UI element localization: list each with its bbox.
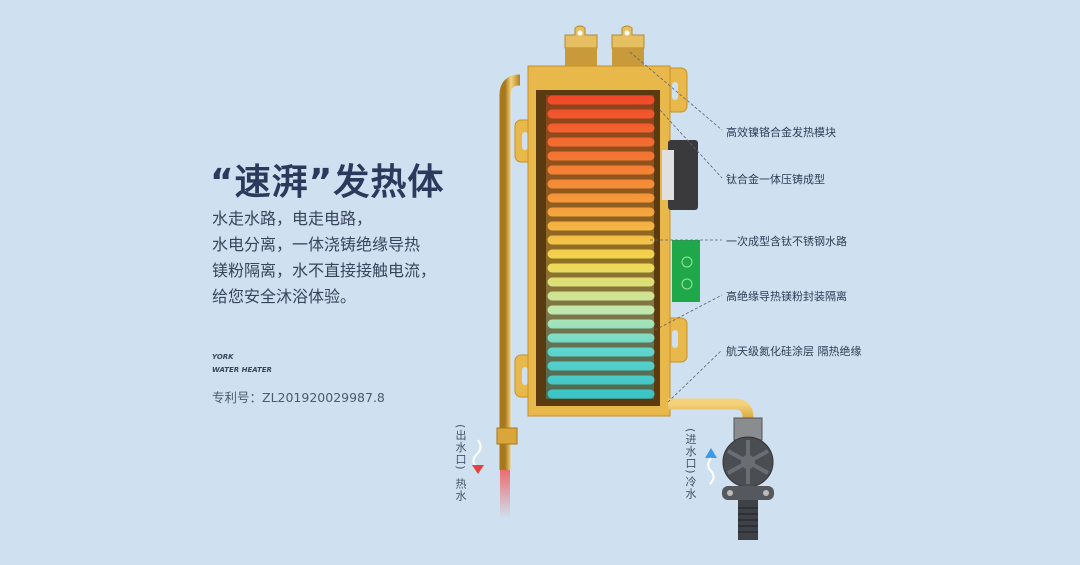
terminal-left xyxy=(564,25,598,66)
description-line: 水电分离，一体浇铸绝缘导热 xyxy=(212,235,421,254)
inlet-valve xyxy=(722,417,774,540)
pcb-board xyxy=(672,240,700,302)
description-line: 镁粉隔离，水不直接接触电流， xyxy=(212,261,437,280)
connector-block xyxy=(668,140,698,210)
outlet-sub-label: 热水 xyxy=(454,478,467,502)
heating-coil xyxy=(546,95,655,399)
brand-logo: YORK WATER HEATER xyxy=(212,351,272,377)
description-line: 给您安全沐浴体验。 xyxy=(212,287,357,306)
inlet-sub-label: 冷水 xyxy=(684,476,697,500)
callout-heating-module: 高效镍铬合金发热模块 xyxy=(726,126,836,139)
outlet-pipe xyxy=(499,74,521,470)
callout-silicon-nitride: 航天级氮化硅涂层 隔热绝缘 xyxy=(726,345,862,358)
cold-arrow-icon xyxy=(705,448,717,485)
outlet-label: (出水口) xyxy=(454,424,467,471)
callout-waterway: 一次成型含钛不锈钢水路 xyxy=(726,235,847,248)
terminal-right xyxy=(611,25,645,66)
inlet-label: (进水口) xyxy=(684,428,697,475)
brand-line1: YORK xyxy=(212,353,234,361)
callout-lines xyxy=(629,51,723,403)
callout-magnesium-powder: 高绝缘导热镁粉封装隔离 xyxy=(726,290,847,303)
hot-arrow-icon xyxy=(472,439,484,474)
brand-line2: WATER HEATER xyxy=(212,366,272,374)
patent-number: 专利号：ZL201920029987.8 xyxy=(212,390,385,405)
page-title: “速湃”发热体 xyxy=(210,162,445,203)
callout-titanium-alloy: 钛合金一体压铸成型 xyxy=(726,173,825,186)
description-line: 水走水路，电走电路， xyxy=(212,209,373,228)
description: 水走水路，电走电路， 水电分离，一体浇铸绝缘导热 镁粉隔离，水不直接接触电流， … xyxy=(212,206,436,310)
